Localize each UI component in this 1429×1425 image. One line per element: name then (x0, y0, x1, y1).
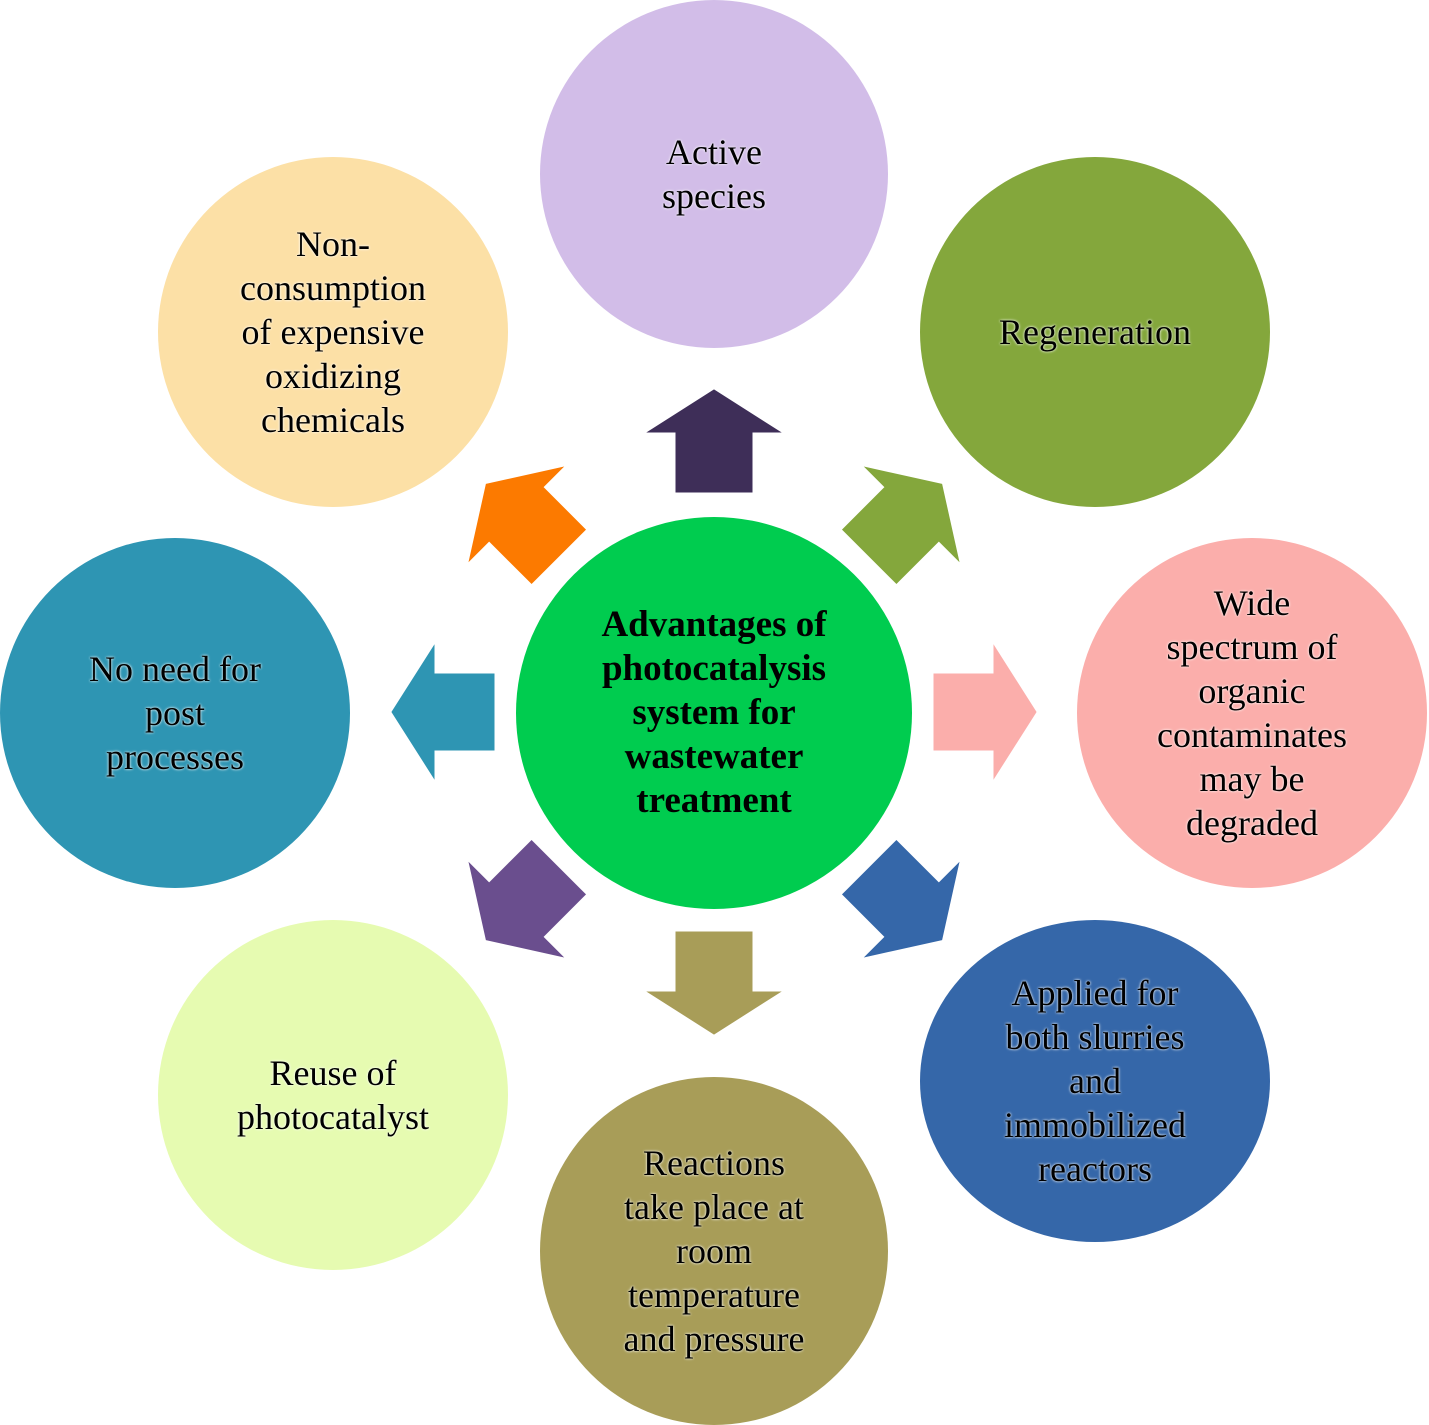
arrow-shape (646, 389, 782, 493)
arrow-right (933, 644, 1037, 780)
arrow-shape (841, 466, 960, 585)
arrow-down (646, 931, 782, 1035)
node-applied-slurries: Applied for both slurries and immobilize… (920, 920, 1270, 1242)
node-label: Non- consumption of expensive oxidizing … (240, 224, 426, 440)
center-node: Advantages of photocatalysis system for … (516, 517, 912, 909)
arrow-left (391, 644, 495, 780)
arrow-up-right (841, 466, 960, 585)
node-non-consumption: Non- consumption of expensive oxidizing … (158, 157, 508, 507)
arrow-up (646, 389, 782, 493)
arrow-down-right (841, 839, 960, 958)
node-label: Reuse of photocatalyst (237, 1053, 429, 1137)
node-no-post-processes: No need for post processes (0, 538, 350, 888)
arrow-shape (468, 466, 587, 585)
node-label: No need for post processes (89, 649, 261, 777)
arrow-shape (646, 931, 782, 1035)
arrow-up-left (468, 466, 587, 585)
node-active-species: Active species (540, 0, 888, 348)
arrow-shape (933, 644, 1037, 780)
node-room-temperature: Reactions take place at room temperature… (540, 1077, 888, 1425)
node-reuse-photocatalyst: Reuse of photocatalyst (158, 920, 508, 1270)
node-wide-spectrum: Wide spectrum of organic contaminates ma… (1077, 538, 1427, 888)
arrow-shape (391, 644, 495, 780)
center-label: Advantages of photocatalysis system for … (601, 604, 827, 821)
node-label: Active species (662, 132, 766, 216)
arrow-shape (468, 839, 587, 958)
node-label: Applied for both slurries and immobilize… (1004, 973, 1186, 1189)
arrow-shape (841, 839, 960, 958)
node-regeneration: Regeneration (920, 157, 1270, 507)
arrow-down-left (468, 839, 587, 958)
node-label: Regeneration (999, 312, 1191, 352)
node-label: Wide spectrum of organic contaminates ma… (1157, 583, 1347, 843)
node-label: Reactions take place at room temperature… (623, 1143, 805, 1359)
